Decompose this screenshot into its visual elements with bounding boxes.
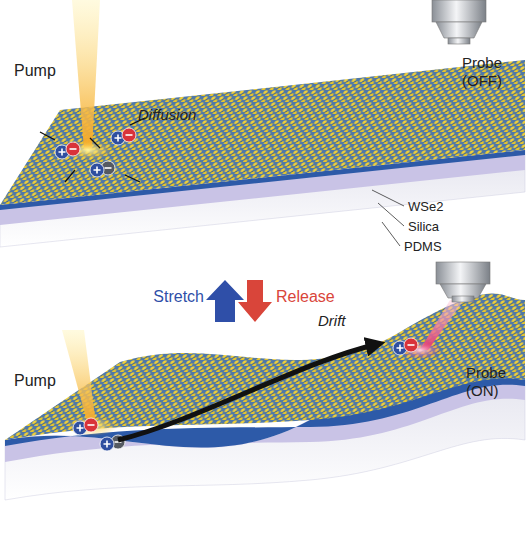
release-arrow [238, 280, 272, 322]
layer-label: Silica [408, 218, 468, 236]
stretch-arrow [206, 280, 244, 322]
layer-label: WSe2 [408, 198, 468, 216]
objective-body [432, 0, 486, 22]
pump-beam [72, 0, 100, 150]
objective-nose [436, 22, 482, 38]
layer-label: PDMS [404, 238, 464, 256]
leader-line [378, 203, 404, 226]
leader-line [382, 222, 400, 246]
probe-objective [436, 262, 490, 302]
diffusion-arrows [40, 118, 145, 182]
action-label: Release [276, 288, 356, 306]
exciton [111, 128, 136, 145]
objective-body [436, 262, 490, 284]
objective-tip [448, 38, 470, 44]
probe-objective [432, 0, 486, 44]
exciton [73, 418, 98, 435]
objective-tip [452, 296, 474, 302]
pump-spot [66, 416, 118, 436]
probe-label: Probe (OFF) [462, 54, 512, 90]
process-label: Drift [318, 312, 378, 330]
process-label: Diffusion [138, 106, 218, 124]
beam-label: Pump [14, 62, 74, 80]
drift-arrow [118, 344, 378, 440]
probe-label: Probe (ON) [466, 364, 516, 400]
wse2-lattice [5, 293, 525, 440]
exciton [393, 338, 418, 355]
pump-beam [62, 330, 96, 425]
beam-label: Pump [14, 372, 74, 390]
action-label: Stretch [140, 288, 204, 306]
exciton [55, 142, 80, 159]
leader-line [372, 190, 404, 206]
exciton [90, 161, 115, 177]
